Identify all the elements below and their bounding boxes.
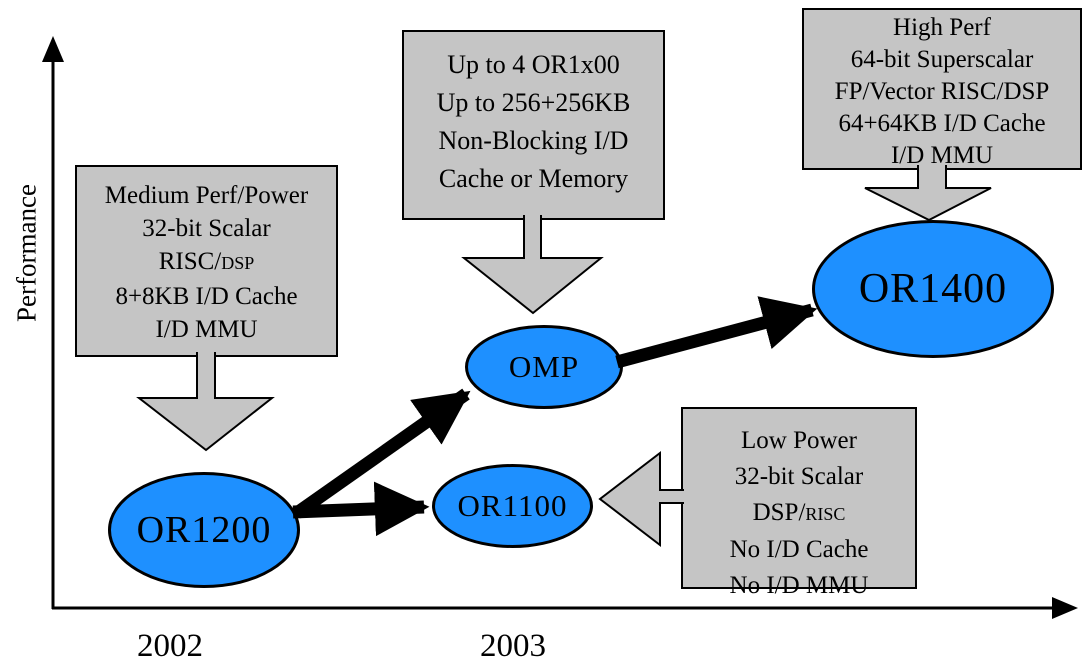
- node-omp-label: OMP: [508, 349, 580, 384]
- callout-line: Medium Perf/Power: [104, 182, 309, 209]
- callout-or1400-pointer-arrow-icon: [864, 165, 992, 222]
- callout-line: Non-Blocking I/D: [438, 126, 629, 155]
- callout-or1100-specs: Low Power 32-bit Scalar DSP/RISC No I/D …: [681, 407, 917, 599]
- arrow-omp-to-or1400: [615, 296, 818, 369]
- y-axis-label: Performance: [11, 184, 42, 322]
- node-or1100-label: OR1100: [457, 488, 568, 523]
- callout-line: DSP/RISC: [752, 499, 846, 526]
- callout-line: Up to 4 OR1x00: [447, 50, 620, 79]
- callout-line: FP/Vector RISC/DSP: [834, 78, 1050, 105]
- callout-or1400-specs: High Perf 64-bit Superscalar FP/Vector R…: [802, 8, 1082, 170]
- callout-line: High Perf: [893, 14, 991, 41]
- callout-line: 8+8KB I/D Cache: [115, 283, 298, 310]
- callout-line: 32-bit Scalar: [142, 215, 271, 242]
- callout-omp-specs: Up to 4 OR1x00 Up to 256+256KB Non-Block…: [402, 30, 665, 220]
- callout-or1100-pointer-arrow-icon: [598, 450, 684, 548]
- x-axis-arrow-icon: [1052, 597, 1078, 619]
- callout-or1200-pointer-arrow-icon: [136, 352, 275, 452]
- node-or1400: OR1400: [812, 220, 1054, 358]
- x-tick-2003: 2003: [480, 628, 546, 664]
- callout-omp-pointer-arrow-icon: [461, 215, 604, 315]
- callout-or1200-specs: Medium Perf/Power 32-bit Scalar RISC/DSP…: [75, 165, 338, 357]
- callout-line: 32-bit Scalar: [734, 463, 864, 490]
- callout-line: No I/D MMU: [729, 572, 869, 599]
- callout-line: 64-bit Superscalar: [850, 46, 1034, 73]
- callout-line: No I/D Cache: [729, 536, 869, 563]
- node-or1400-label: OR1400: [858, 266, 1008, 312]
- callout-line: Cache or Memory: [438, 164, 629, 193]
- y-axis-arrow-icon: [42, 36, 64, 62]
- callout-line: I/D MMU: [890, 142, 994, 169]
- node-or1200: OR1200: [108, 472, 300, 588]
- node-omp: OMP: [465, 325, 623, 409]
- callout-line: Low Power: [741, 427, 857, 454]
- callout-line: I/D MMU: [155, 316, 258, 343]
- x-tick-2002: 2002: [137, 628, 203, 664]
- arrow-or1200-to-or1100: [292, 481, 430, 537]
- callout-line: Up to 256+256KB: [436, 88, 631, 117]
- node-or1100: OR1100: [432, 464, 593, 548]
- node-or1200-label: OR1200: [136, 509, 272, 551]
- callout-line: 64+64KB I/D Cache: [838, 110, 1046, 137]
- callout-line: RISC/DSP: [158, 248, 255, 275]
